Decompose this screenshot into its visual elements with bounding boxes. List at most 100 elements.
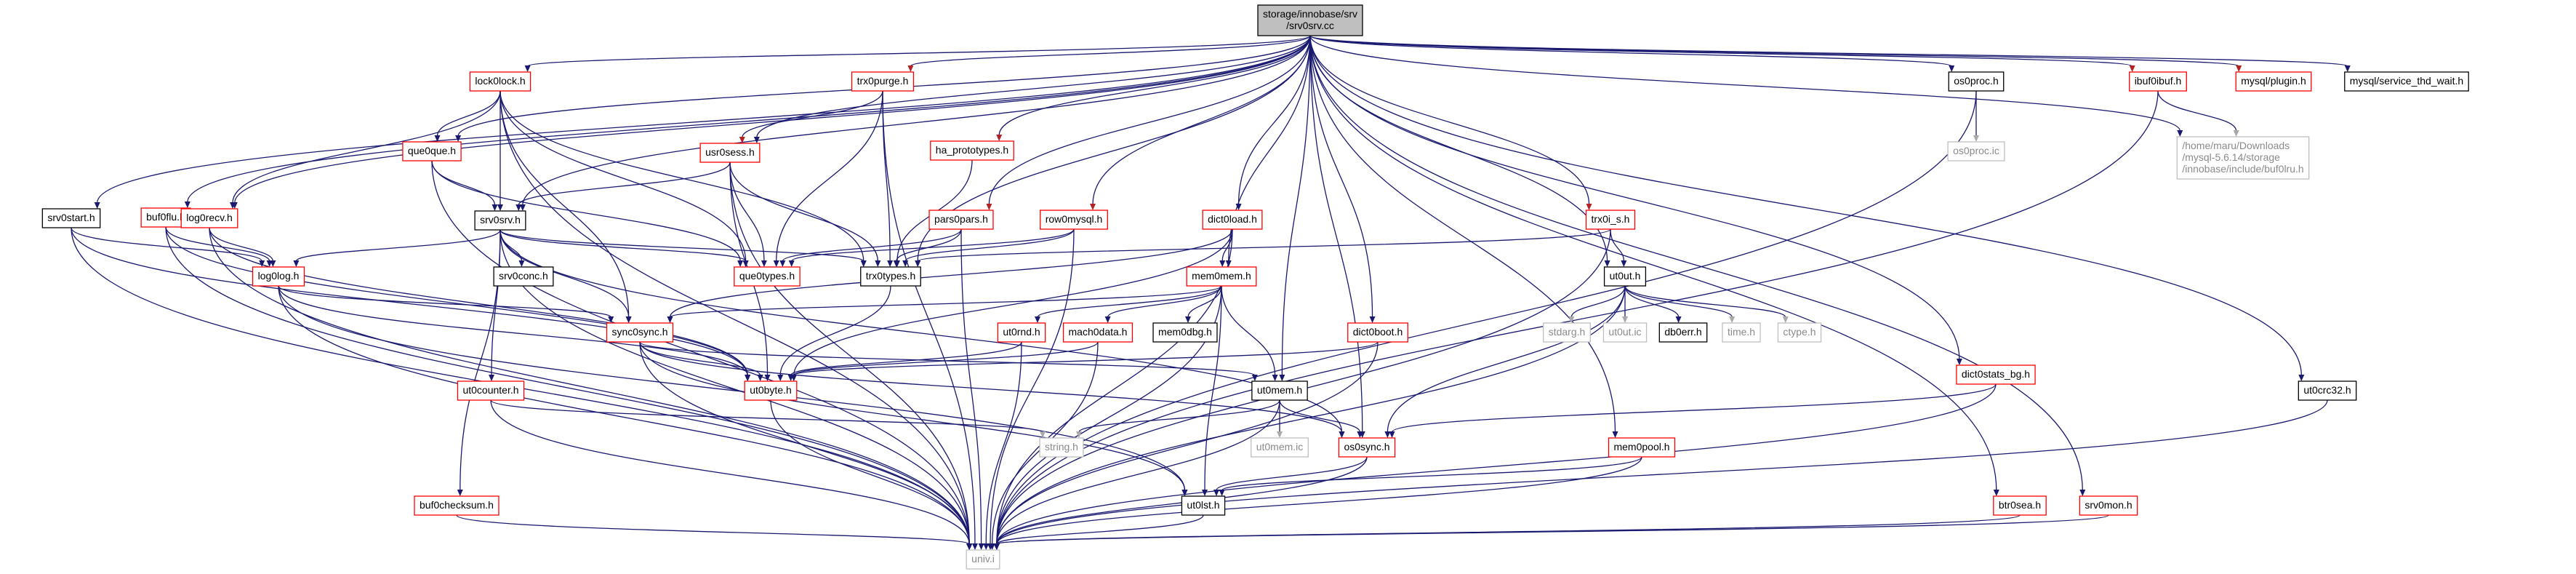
node-ha_prototypes[interactable]: ha_prototypes.h [930,140,1014,161]
node-mem0pool[interactable]: mem0pool.h [1608,437,1676,458]
node-buf0checksum[interactable]: buf0checksum.h [414,495,499,516]
node-label: buf0checksum.h [420,499,494,511]
node-mysql_plugin[interactable]: mysql/plugin.h [2235,71,2312,92]
node-os0proc[interactable]: os0proc.h [1948,71,2005,92]
arrowhead [1586,204,1592,210]
edge-root-to-lock0lock [524,35,1311,72]
edge-log0recv-to-log0log [209,227,276,267]
node-que0que[interactable]: que0que.h [402,141,462,162]
edge-root-to-srv0start [94,35,1311,209]
node-label: log0log.h [258,270,300,282]
node-label: storage/innobase/srv [1263,8,1357,20]
edge-os0sync-to-ut0lst [1213,456,1368,496]
node-box [930,140,1014,161]
node-ut0crc32[interactable]: ut0crc32.h [2298,380,2357,401]
node-dict0stats_bg[interactable]: dict0stats_bg.h [1956,364,2036,385]
node-box [699,143,761,163]
edge-srv0start-to-log0log [71,227,265,267]
arrowhead [745,375,751,381]
edge-mem0mem-to-mach0data [1104,285,1222,323]
node-ut0rnd[interactable]: ut0rnd.h [997,322,1046,343]
edge-sync0sync-to-os0sync [639,341,1345,438]
edge-ut0crc32-to-univ [993,399,2328,550]
node-label: ctype.h [1783,326,1815,338]
node-usr0sess[interactable]: usr0sess.h [699,143,761,163]
node-label: sync0sync.h [611,326,667,338]
node-os0sync[interactable]: os0sync.h [1338,437,1396,458]
node-label: row0mysql.h [1046,213,1103,225]
edge-root-to-mem0pool [1309,35,1618,438]
edge-ut0ut-to-os0sync [1384,285,1626,438]
arrowhead [989,543,995,550]
node-srv0mon[interactable]: srv0mon.h [2079,495,2138,516]
node-root[interactable]: storage/innobase/srv/srv0srv.cc [1257,4,1363,36]
edge-trx0purge-to-usr0sess [739,90,883,143]
node-label: mysql/plugin.h [2241,75,2306,87]
node-ut0mem[interactable]: ut0mem.h [1251,380,1308,401]
node-box [493,266,554,287]
arrowhead [457,490,463,496]
node-label: ibuf0ibuf.h [2135,75,2182,87]
node-ut0lst[interactable]: ut0lst.h [1181,495,1226,516]
edge-srv0srv-to-log0log [293,229,501,267]
node-label: srv0start.h [47,212,95,223]
node-label: dict0boot.h [1353,326,1403,338]
arrowhead [1782,316,1789,323]
node-srv0srv[interactable]: srv0srv.h [474,210,526,231]
arrowhead [971,543,978,550]
node-dict0boot[interactable]: dict0boot.h [1347,322,1408,343]
node-log0recv[interactable]: log0recv.h [180,208,238,228]
node-srv0conc[interactable]: srv0conc.h [493,266,554,287]
node-ctype: ctype.h [1777,322,1822,343]
node-mem0dbg[interactable]: mem0dbg.h [1152,322,1218,343]
node-mysql_service[interactable]: mysql/service_thd_wait.h [2344,71,2469,92]
node-mem0mem[interactable]: mem0mem.h [1186,266,1257,287]
edge-buf0checksum-to-univ [456,514,973,550]
node-trx0types[interactable]: trx0types.h [860,266,921,287]
node-dict0load[interactable]: dict0load.h [1202,210,1263,230]
node-mach0data[interactable]: mach0data.h [1062,322,1133,343]
node-que0types[interactable]: que0types.h [734,266,801,287]
node-label: btr0sea.h [1999,499,2041,511]
node-btr0sea[interactable]: btr0sea.h [1993,495,2047,516]
edge-root-to-srv0srv [519,35,1311,211]
node-sync0sync[interactable]: sync0sync.h [606,322,674,343]
edge-root-to-ut0mem [1279,35,1311,381]
node-ut0byte[interactable]: ut0byte.h [744,380,798,401]
node-label: ut0rnd.h [1003,326,1040,338]
node-ut0ut[interactable]: ut0ut.h [1603,266,1647,287]
node-label: ut0ut.ic [1608,326,1641,338]
arrowhead [2177,130,2183,137]
node-ibuf0ibuf[interactable]: ibuf0ibuf.h [2129,71,2187,92]
node-db0err[interactable]: db0err.h [1658,322,1708,343]
arrowhead [1357,431,1363,438]
arrowhead [875,260,881,267]
edge-ut0mem-to-string [1076,399,1280,438]
arrowhead [1621,260,1627,267]
node-label: mach0data.h [1069,326,1128,338]
node-box [1722,322,1761,343]
node-string: string.h [1039,437,1084,458]
node-pars0pars[interactable]: pars0pars.h [928,210,994,230]
node-box [1202,210,1263,230]
edge-que0que-to-que0types [431,160,744,267]
edge-root-to-pars0pars [986,35,1311,210]
node-label: dict0stats_bg.h [1962,368,2030,380]
arrowhead [2298,375,2305,381]
edge-dict0stats_bg-to-os0sync [1389,383,1997,438]
node-ut0counter[interactable]: ut0counter.h [457,380,525,401]
node-label: os0sync.h [1344,441,1389,453]
node-trx0purge[interactable]: trx0purge.h [851,71,915,92]
arrowhead [739,137,745,143]
node-box [1039,437,1084,458]
node-row0mysql[interactable]: row0mysql.h [1040,210,1108,230]
arrowhead [515,204,522,211]
node-label: string.h [1045,441,1078,453]
edge-log0recv-to-univ [209,227,973,550]
edge-srv0srv-to-trx0types [499,229,867,267]
edge-root-to-os0proc [1309,35,1955,72]
node-lock0lock[interactable]: lock0lock.h [469,71,531,92]
node-log0log[interactable]: log0log.h [252,266,305,287]
node-srv0start[interactable]: srv0start.h [41,208,101,228]
node-trx0i_s[interactable]: trx0i_s.h [1585,210,1636,230]
